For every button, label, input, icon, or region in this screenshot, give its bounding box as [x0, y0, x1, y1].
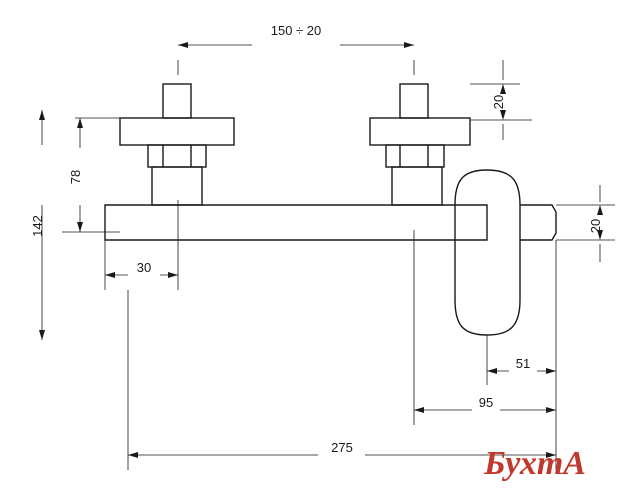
dim-label-20-top: 20 — [491, 95, 506, 109]
dim-label-142: 142 — [30, 215, 45, 237]
dim-label-95: 95 — [479, 395, 493, 410]
dim-label-275: 275 — [331, 440, 353, 455]
dim-label-51: 51 — [516, 356, 530, 371]
dim-label-20-spout: 20 — [588, 219, 603, 233]
product-outline — [104, 83, 557, 336]
dim-label-150: 150 ÷ 20 — [271, 23, 322, 38]
dim-label-78: 78 — [68, 170, 83, 184]
dim-label-30: 30 — [137, 260, 151, 275]
dimension-arrowheads — [39, 42, 603, 458]
watermark-logo: БухтА — [483, 445, 586, 482]
extension-lines — [41, 44, 615, 470]
